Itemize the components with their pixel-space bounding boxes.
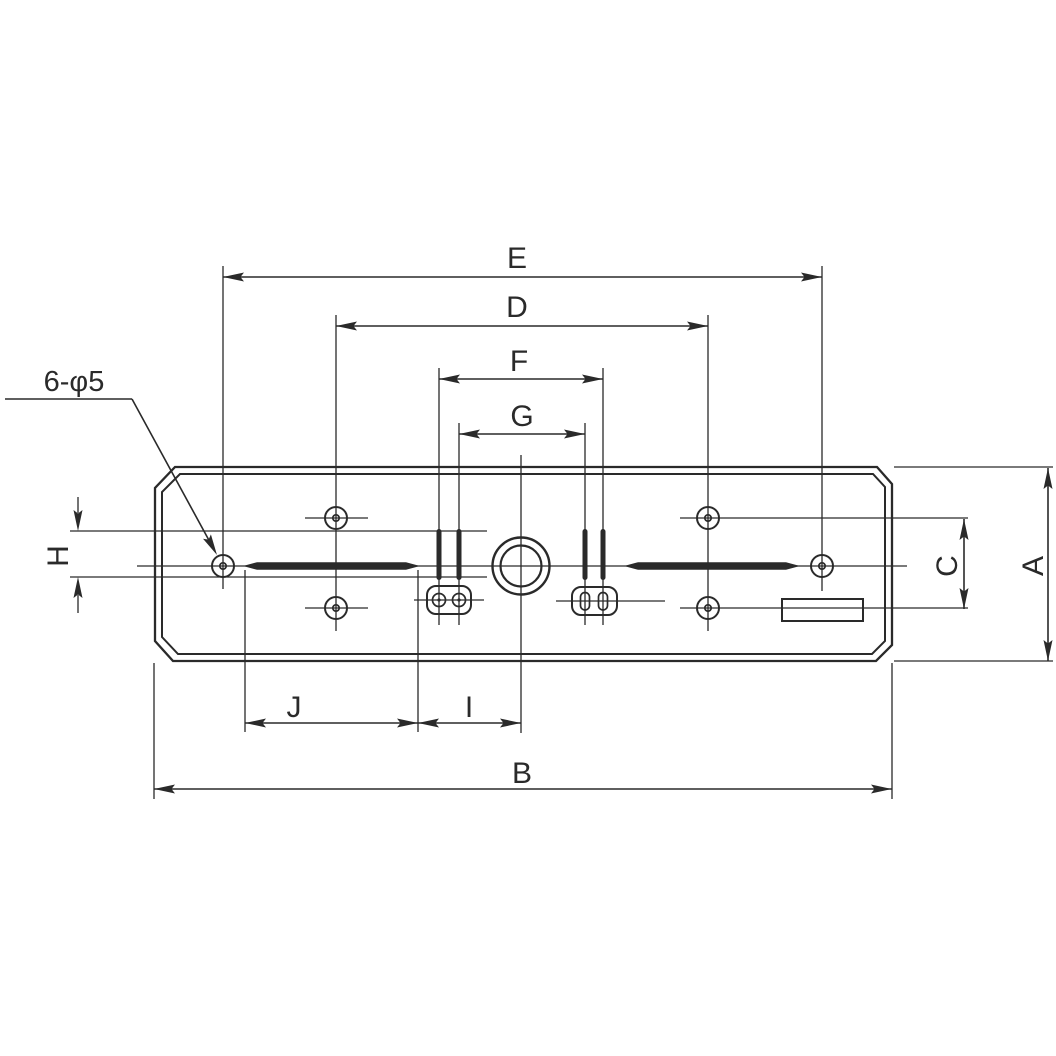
arrowhead bbox=[336, 321, 357, 331]
arrowhead bbox=[500, 718, 521, 728]
mounting-hole-bottom-left bbox=[324, 596, 348, 620]
arrowhead bbox=[1043, 640, 1053, 661]
arrowhead bbox=[245, 718, 266, 728]
arrowhead bbox=[959, 519, 969, 540]
left-keyhole-feature bbox=[426, 585, 472, 615]
mounting-holes bbox=[211, 506, 834, 620]
rectangular-cutout bbox=[781, 598, 864, 622]
vertical-slots bbox=[436, 529, 606, 580]
arrowhead bbox=[582, 374, 603, 384]
leader-arrowhead bbox=[203, 534, 217, 555]
arrowhead bbox=[1043, 468, 1053, 489]
arrowhead bbox=[439, 374, 460, 384]
arrowhead bbox=[959, 588, 969, 609]
dim-label-d: D bbox=[506, 291, 528, 324]
mounting-hole-mid-left bbox=[211, 554, 235, 578]
dim-label-f: F bbox=[510, 345, 528, 378]
dim-label-i: I bbox=[465, 691, 473, 724]
dim-label-h: H bbox=[42, 545, 75, 567]
dim-label-g: G bbox=[510, 400, 533, 433]
plate-outline-inner bbox=[161, 473, 886, 655]
arrowhead bbox=[223, 272, 244, 282]
plate bbox=[153, 465, 894, 663]
arrowhead bbox=[418, 718, 439, 728]
right-keyhole-feature bbox=[571, 586, 618, 616]
center-hole bbox=[491, 536, 551, 596]
arrowheads bbox=[73, 272, 1053, 794]
plate-outline-outer bbox=[153, 465, 894, 663]
vertical-slot-bar bbox=[582, 529, 588, 580]
arrowhead bbox=[801, 272, 822, 282]
dimension-labels: E D F G J I B H C A bbox=[42, 242, 1050, 790]
arrowhead bbox=[687, 321, 708, 331]
arrowhead bbox=[73, 510, 83, 531]
construction-lines bbox=[70, 266, 1053, 799]
arrowhead bbox=[459, 429, 480, 439]
hole-callout: 6-φ5 bbox=[5, 366, 217, 555]
arrowhead bbox=[871, 784, 892, 794]
arrowhead bbox=[564, 429, 585, 439]
dim-label-c: C bbox=[931, 555, 964, 577]
vertical-slot-bar bbox=[456, 529, 462, 580]
arrowhead bbox=[397, 718, 418, 728]
mounting-hole-top-left bbox=[324, 506, 348, 530]
dim-label-j: J bbox=[287, 691, 302, 724]
arrowhead bbox=[154, 784, 175, 794]
mounting-hole-mid-right bbox=[810, 554, 834, 578]
dim-label-a: A bbox=[1017, 556, 1050, 576]
dim-label-b: B bbox=[512, 757, 532, 790]
dim-label-e: E bbox=[507, 242, 527, 275]
mounting-hole-bottom-right bbox=[696, 596, 720, 620]
slot-left bbox=[243, 562, 420, 570]
hole-callout-label: 6-φ5 bbox=[44, 366, 105, 398]
slot-right bbox=[624, 562, 800, 570]
arrowhead bbox=[73, 577, 83, 598]
vertical-slot-bar bbox=[600, 529, 606, 580]
mounting-hole-top-right bbox=[696, 506, 720, 530]
vertical-slot-bar bbox=[436, 529, 442, 580]
leader-line bbox=[131, 398, 212, 545]
